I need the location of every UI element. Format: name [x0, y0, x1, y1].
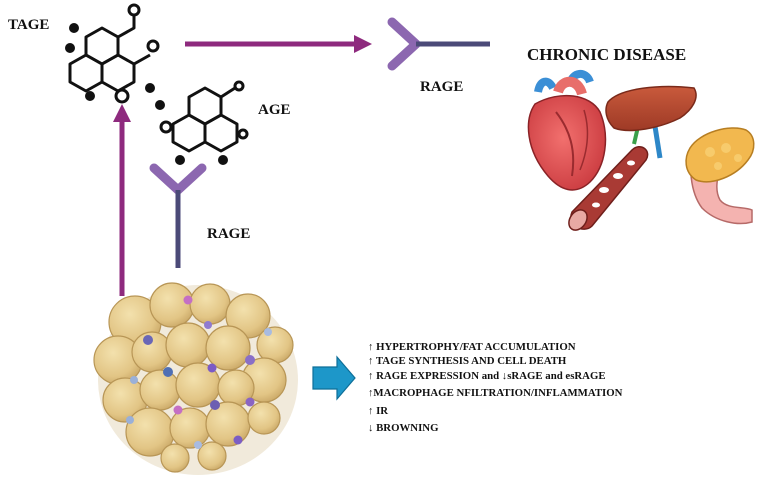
age-molecule-icon	[155, 80, 249, 165]
rage-receptor-left-icon	[149, 163, 207, 268]
age-label: AGE	[258, 102, 291, 118]
rage-top-label: RAGE	[420, 79, 463, 95]
effect-item: ↓ BROWNING	[368, 422, 439, 434]
pancreas-icon	[685, 127, 755, 225]
effect-item: ↑ TAGE SYNTHESIS AND CELL DEATH	[368, 355, 567, 367]
liver-icon	[605, 85, 697, 159]
effect-item: ↑MACROPHAGE NFILTRATION/INFLAMMATION	[368, 387, 623, 399]
rage-left-label: RAGE	[207, 226, 250, 242]
tage-label: TAGE	[8, 17, 49, 33]
adipose-tissue-icon	[93, 282, 298, 475]
blood-vessel-icon	[568, 146, 649, 231]
rage-receptor-icon	[387, 17, 490, 71]
effect-item: ↑ HYPERTROPHY/FAT ACCUMULATION	[368, 341, 576, 353]
heart-icon	[527, 70, 607, 191]
chronic-disease-label: CHRONIC DISEASE	[527, 45, 686, 64]
effect-item: ↑ IR	[368, 405, 388, 417]
tage-molecule-icon	[65, 3, 160, 104]
effect-item: ↑ RAGE EXPRESSION and ↓sRAGE and esRAGE	[368, 370, 606, 382]
arrow-up-to-tage	[113, 104, 131, 296]
effects-list: ↑ HYPERTROPHY/FAT ACCUMULATION ↑ TAGE SY…	[368, 341, 623, 434]
blue-arrow-icon	[312, 355, 356, 401]
arrow-to-rage	[185, 35, 372, 53]
